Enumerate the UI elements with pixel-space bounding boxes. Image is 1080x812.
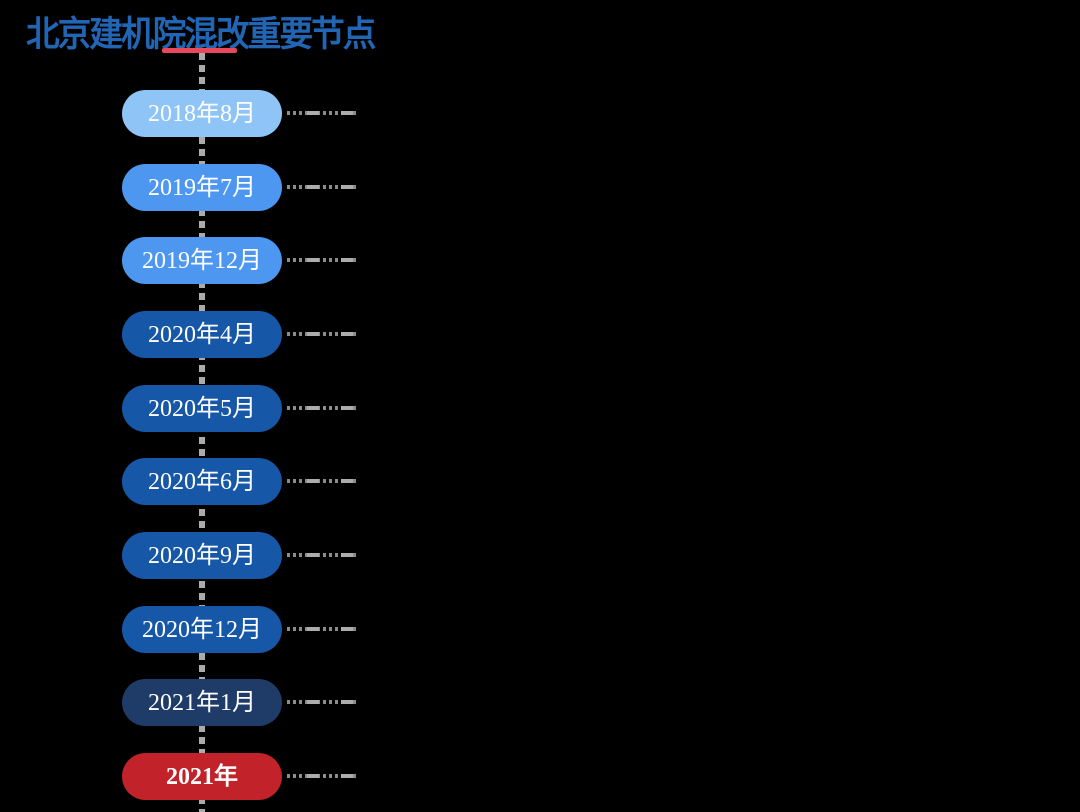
node-connector-dash [287, 553, 357, 557]
node-pill: 2021年1月 [122, 679, 282, 726]
node-pill: 2020年12月 [122, 606, 282, 653]
timeline-node: 2020年4月 [122, 311, 357, 358]
node-label: 2019年7月 [148, 174, 256, 201]
page-title: 北京建机院混改重要节点 [26, 15, 376, 54]
node-label: 2018年8月 [148, 100, 256, 127]
node-connector-dash [287, 258, 357, 262]
node-label: 2020年6月 [148, 468, 256, 495]
timeline-node: 2020年6月 [122, 458, 357, 505]
node-pill: 2020年9月 [122, 532, 282, 579]
node-connector-dash [287, 111, 357, 115]
title-underline [162, 48, 237, 53]
node-connector-dash [287, 406, 357, 410]
node-connector-dash [287, 774, 357, 778]
node-pill: 2020年4月 [122, 311, 282, 358]
node-label: 2019年12月 [142, 247, 262, 274]
timeline-node: 2019年12月 [122, 237, 357, 284]
node-pill: 2018年8月 [122, 90, 282, 137]
node-label: 2020年9月 [148, 542, 256, 569]
node-label: 2021年 [166, 763, 238, 790]
node-connector-dash [287, 185, 357, 189]
node-label: 2020年5月 [148, 395, 256, 422]
node-pill: 2021年 [122, 753, 282, 800]
timeline-node: 2020年9月 [122, 532, 357, 579]
node-connector-dash [287, 700, 357, 704]
timeline-node: 2019年7月 [122, 164, 357, 211]
timeline-node: 2020年12月 [122, 606, 357, 653]
node-label: 2020年4月 [148, 321, 256, 348]
node-label: 2020年12月 [142, 616, 262, 643]
node-pill: 2019年7月 [122, 164, 282, 211]
timeline-axis-dashed-line [199, 53, 205, 812]
node-connector-dash [287, 479, 357, 483]
node-pill: 2020年5月 [122, 385, 282, 432]
node-pill: 2019年12月 [122, 237, 282, 284]
node-pill: 2020年6月 [122, 458, 282, 505]
node-label: 2021年1月 [148, 689, 256, 716]
timeline-node: 2021年1月 [122, 679, 357, 726]
node-connector-dash [287, 627, 357, 631]
timeline-node: 2020年5月 [122, 385, 357, 432]
timeline-node: 2018年8月 [122, 90, 357, 137]
node-connector-dash [287, 332, 357, 336]
timeline-node: 2021年 [122, 753, 357, 800]
